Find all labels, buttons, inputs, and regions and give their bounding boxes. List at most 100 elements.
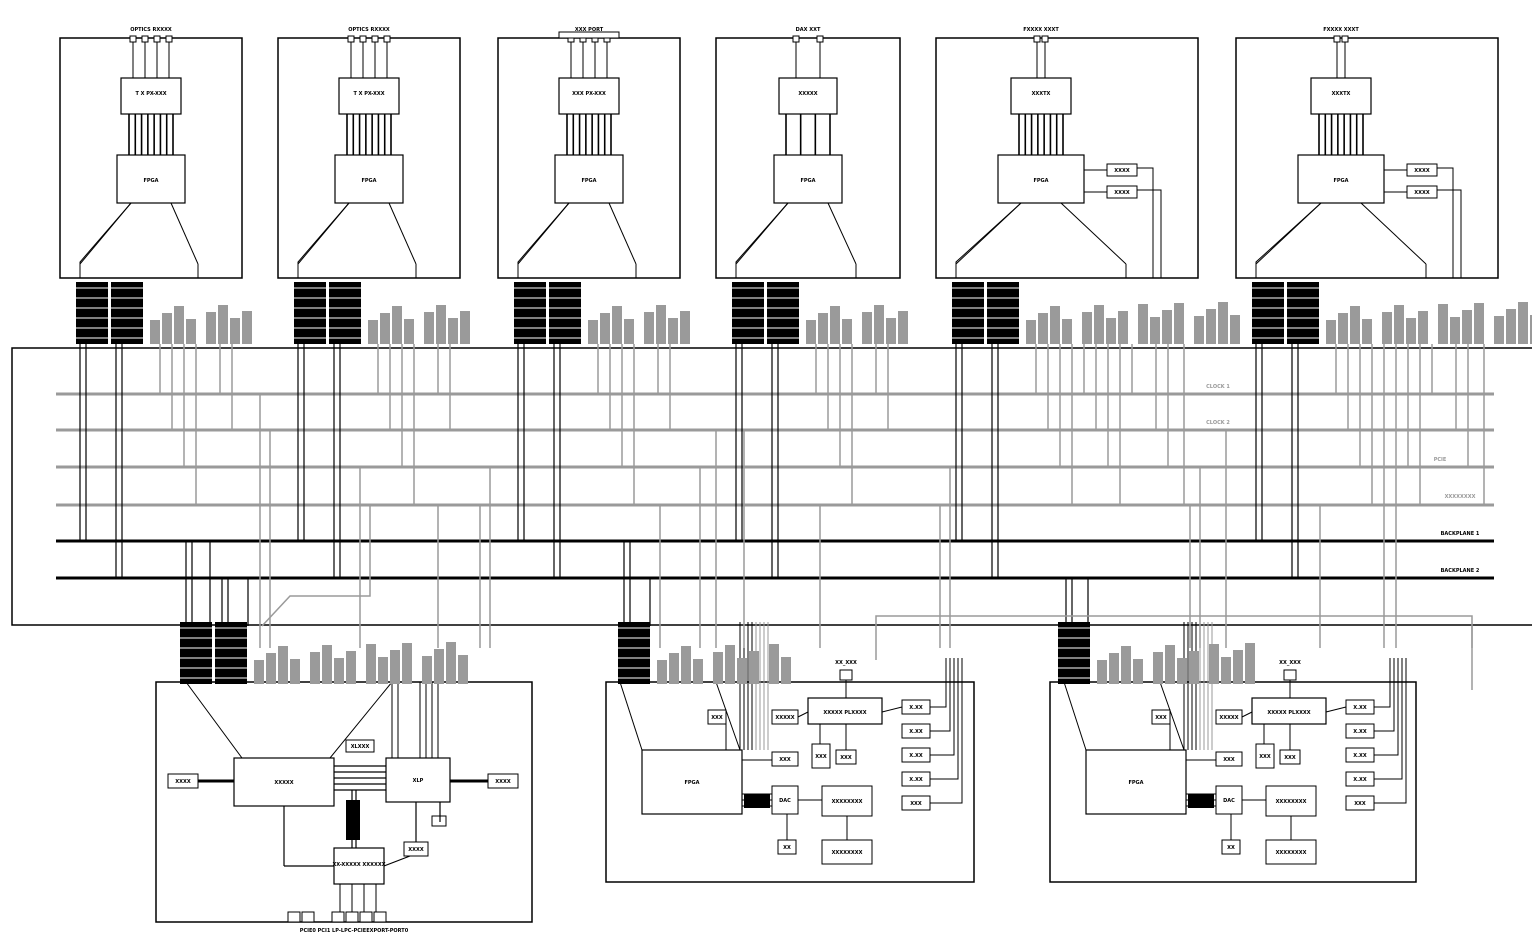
gray-connector (842, 319, 852, 344)
internal-wire (1241, 711, 1253, 718)
taper-right-line (827, 202, 857, 265)
taper-left (79, 202, 132, 278)
small-box (1215, 785, 1243, 815)
gray-connector (278, 646, 288, 684)
right-box-label: XXX (910, 801, 922, 807)
bl-small-label-1: XLXXX (351, 744, 370, 750)
top-connector-label: FXXXX XXXT (1023, 27, 1059, 33)
extra-box-label: XXXX (1114, 168, 1130, 174)
right-box-label: X.XX (909, 705, 923, 711)
gray-connector (1121, 646, 1131, 684)
gray-connector (1450, 317, 1460, 344)
top-bank-3 (732, 282, 908, 344)
gray-connector (218, 305, 228, 344)
right-box-wire (930, 658, 959, 780)
small-box-label: XXX (1155, 715, 1167, 721)
bottom-bank-right (1058, 622, 1255, 684)
extra-box-label: XXXX (1414, 190, 1430, 196)
gray-connector (749, 651, 759, 684)
gray-connector (806, 320, 816, 344)
top-fpga-label: FPGA (581, 178, 596, 184)
connector-pin (383, 35, 391, 43)
taper-right-line (388, 202, 417, 265)
top-bank-1 (294, 282, 470, 344)
bl-main-chip (233, 757, 335, 807)
gray-connector (1382, 312, 1392, 344)
bottom-fpga-label: FPGA (1128, 780, 1143, 786)
right-box-wire (930, 658, 947, 708)
gray-connector (402, 643, 412, 684)
bl-switch-chip-label: XLP (413, 778, 424, 784)
small-box-label: XXX (815, 754, 827, 760)
bl-small-label-2: XXXX (408, 847, 424, 853)
gray-connector (644, 312, 654, 344)
top-chip (338, 77, 400, 115)
top-connector-label: FXXXX XXXT (1323, 27, 1359, 33)
right-box-wire (1374, 658, 1403, 780)
bus-label-2: PCIE (1434, 457, 1447, 463)
connector-banks (76, 282, 1532, 684)
connector-pin (141, 35, 149, 43)
gray-connector (693, 659, 703, 684)
top-port (839, 669, 853, 681)
top-bank-5 (1252, 282, 1532, 344)
top-port (1283, 669, 1297, 681)
black-connector (767, 282, 799, 344)
bus-bundle (744, 794, 770, 808)
gray-connector (1189, 651, 1199, 684)
small-box (1215, 751, 1243, 767)
black-connector (294, 282, 326, 344)
small-box-label: XXX (1259, 754, 1271, 760)
gray-connector (446, 642, 456, 684)
top-chip-label: T X PX-XXX (353, 91, 384, 97)
gray-connector (600, 313, 610, 344)
taper-left (955, 202, 1022, 278)
internal-wire (1325, 706, 1347, 713)
top-connector-label: OPTICS RXXXX (348, 27, 390, 33)
connector-pin (1341, 35, 1349, 43)
bus-label-4: BACKPLANE 1 (1441, 531, 1480, 537)
gray-connector (366, 644, 376, 684)
gray-connector (1362, 319, 1372, 344)
gray-connector (1153, 652, 1163, 684)
bl-side-label-right: XXXX (495, 779, 511, 785)
gray-connector (1230, 315, 1240, 344)
gray-connector (1174, 303, 1184, 344)
taper-left (1255, 202, 1322, 278)
top-bank-4 (952, 282, 1240, 344)
gray-connector (1162, 310, 1172, 344)
top-module-frame (715, 37, 901, 279)
gray-connector (368, 320, 378, 344)
gray-connector (404, 319, 414, 344)
extra-wire (1137, 189, 1162, 278)
small-box-label: XXXXX (775, 715, 794, 721)
connector-pin (1333, 35, 1341, 43)
gray-connector (1350, 306, 1360, 344)
controller-label: XXXXX PLXXXX (1267, 710, 1310, 716)
gray-connector (656, 305, 666, 344)
connector-pin (165, 35, 173, 43)
small-box-label: DAC (779, 798, 791, 804)
taper-left-line (1255, 202, 1322, 265)
lower-box-1 (1265, 785, 1317, 817)
right-box-label: X.XX (1353, 729, 1367, 735)
gray-connector (1221, 657, 1231, 684)
gray-connector (1438, 304, 1448, 344)
connector-pin (129, 35, 137, 43)
black-connector (987, 282, 1019, 344)
gray-connector (862, 312, 872, 344)
bl-main-chip-label: XXXXX (274, 780, 293, 786)
lower-box-1 (821, 785, 873, 817)
right-box-wire (1374, 658, 1399, 756)
bottom-left-module: XXXXX XLP XXXX XXXX XLXXX XXXX (155, 681, 533, 934)
small-box-label: XXX (1223, 757, 1235, 763)
top-fpga-label: FPGA (143, 178, 158, 184)
top-fpga (773, 154, 843, 204)
top-fpga-label: FPGA (361, 178, 376, 184)
gray-connector (657, 660, 667, 684)
lower-label-1: XXXXXXXX (1276, 799, 1307, 805)
bottom-taper-left (619, 681, 643, 751)
